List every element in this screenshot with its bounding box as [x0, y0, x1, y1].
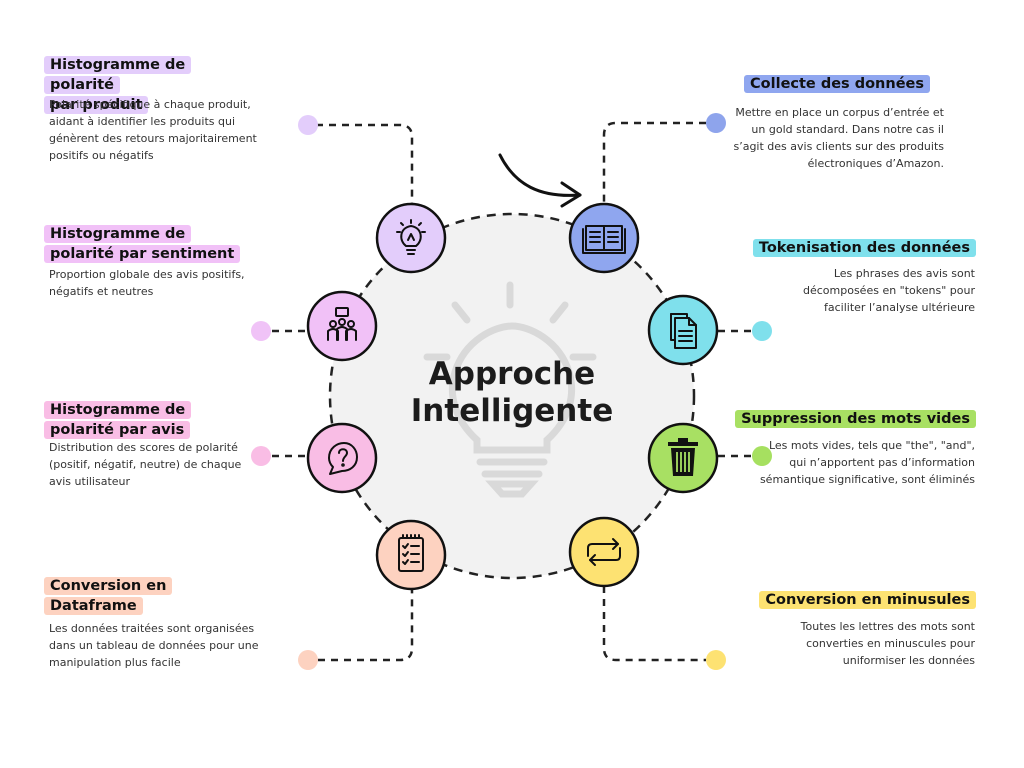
lightbulb-watermark-icon: [423, 281, 597, 498]
endpoint-dot: [298, 650, 318, 670]
step-node: [647, 294, 719, 366]
connector-collecte: [602, 121, 706, 203]
title-line2: par produit: [44, 96, 149, 114]
endpoint-dot: [706, 650, 726, 670]
desc-line: qui n’apportent pas d’information: [789, 456, 975, 469]
connector-minuscules: [602, 586, 706, 662]
trash-icon: [668, 438, 698, 476]
center-circle: [328, 212, 696, 580]
desc-line: Les données traitées sont organisées: [49, 622, 255, 635]
step-title-collecte: Collecte des données: [744, 74, 930, 94]
title-text: Suppression des mots vides: [735, 410, 976, 428]
connectors: [272, 121, 752, 662]
desc-line: aidant à identifier les produits qui: [49, 115, 236, 128]
desc-line: sémantique significative, sont éliminés: [759, 473, 975, 486]
step-desc-mots-vides: Les mots vides, tels que "the", "and", q…: [715, 437, 975, 488]
title-line2: polarité par avis: [44, 421, 191, 439]
desc-line: génèrent des retours majoritairement: [49, 132, 257, 145]
title-text: Tokenisation des données: [752, 239, 976, 257]
step-title-tokenisation: Tokenisation des données: [752, 238, 976, 258]
step-node: [568, 516, 640, 588]
step-node: [647, 422, 719, 494]
desc-line: Proportion globale des avis positifs,: [49, 268, 245, 281]
step-desc-tokenisation: Les phrases des avis sont décomposées en…: [735, 265, 975, 316]
step-desc-histogramme-sentiment: Proportion globale des avis positifs, né…: [49, 266, 269, 300]
desc-line: s’agit des avis clients sur des produits: [733, 140, 944, 153]
desc-line: Les phrases des avis sont: [833, 267, 975, 280]
step-title-dataframe: Conversion en Dataframe: [44, 576, 194, 616]
step-node: [375, 202, 447, 274]
endpoint-dot: [752, 321, 772, 341]
title-text: Conversion en minusules: [759, 591, 976, 609]
title-line1: Histogramme de: [44, 225, 192, 243]
step-title-histogramme-produit: Histogramme de polarité par produit: [44, 55, 244, 115]
step-desc-minuscules: Toutes les lettres des mots sont convert…: [735, 618, 975, 669]
title-line1: Histogramme de: [44, 401, 192, 419]
title-line2: Dataframe: [44, 597, 143, 615]
desc-line: Polarité spécifique à chaque produit,: [49, 98, 251, 111]
desc-line: Les mots vides, tels que "the", "and",: [768, 439, 975, 452]
curved-arrow-icon: [498, 153, 582, 208]
endpoint-dot: [752, 446, 772, 466]
endpoint-dot: [251, 446, 271, 466]
desc-line: électroniques d’Amazon.: [807, 157, 944, 170]
title-text: Collecte des données: [744, 75, 930, 93]
desc-line: faciliter l’analyse ultérieure: [824, 301, 975, 314]
step-title-histogramme-sentiment: Histogramme de polarité par sentiment: [44, 224, 254, 264]
people-group-icon: [327, 307, 357, 341]
desc-line: négatifs et neutres: [49, 285, 154, 298]
desc-line: converties en minuscules pour: [806, 637, 975, 650]
desc-line: positifs ou négatifs: [49, 149, 154, 162]
desc-line: Mettre en place un corpus d’entrée et: [735, 106, 944, 119]
step-node: [568, 202, 640, 274]
desc-line: (positif, négatif, neutre) de chaque: [49, 458, 242, 471]
step-desc-histogramme-produit: Polarité spécifique à chaque produit, ai…: [49, 96, 269, 164]
step-node: [306, 422, 378, 494]
repeat-arrows-icon: [587, 538, 621, 566]
step-title-mots-vides: Suppression des mots vides: [735, 409, 976, 429]
connector-dataframe: [318, 586, 414, 662]
step-desc-dataframe: Les données traitées sont organisées dan…: [49, 620, 279, 671]
desc-line: avis utilisateur: [49, 475, 131, 488]
endpoint-dot: [251, 321, 271, 341]
open-book-icon: [582, 225, 626, 254]
desc-line: dans un tableau de données pour une: [49, 639, 259, 652]
endpoint-dot: [706, 113, 726, 133]
title-line1: Conversion en: [44, 577, 173, 595]
desc-line: un gold standard. Dans notre cas il: [751, 123, 944, 136]
step-node: [306, 290, 378, 362]
step-title-histogramme-avis: Histogramme de polarité par avis: [44, 400, 234, 440]
checklist-icon: [398, 534, 424, 572]
title-line2: polarité par sentiment: [44, 245, 241, 263]
connector-histogram-produit: [316, 123, 414, 203]
center-title-line2: Intelligente: [410, 393, 614, 429]
step-title-minuscules: Conversion en minusules: [759, 590, 976, 610]
desc-line: Toutes les lettres des mots sont: [800, 620, 975, 633]
step-desc-collecte: Mettre en place un corpus d’entrée et un…: [704, 104, 944, 172]
desc-line: uniformiser les données: [842, 654, 975, 667]
lightbulb-icon: [396, 219, 426, 255]
title-line1: Histogramme de polarité: [44, 56, 192, 94]
step-desc-histogramme-avis: Distribution des scores de polarité (pos…: [49, 439, 269, 490]
step-node: [375, 519, 447, 591]
center-title: Approche Intelligente: [380, 356, 644, 430]
question-bubble-icon: [328, 442, 358, 475]
desc-line: Distribution des scores de polarité: [49, 441, 238, 454]
desc-line: décomposées en "tokens" pour: [803, 284, 975, 297]
documents-icon: [670, 313, 697, 349]
endpoint-dot: [298, 115, 318, 135]
desc-line: manipulation plus facile: [49, 656, 181, 669]
center-title-line1: Approche: [428, 356, 596, 392]
